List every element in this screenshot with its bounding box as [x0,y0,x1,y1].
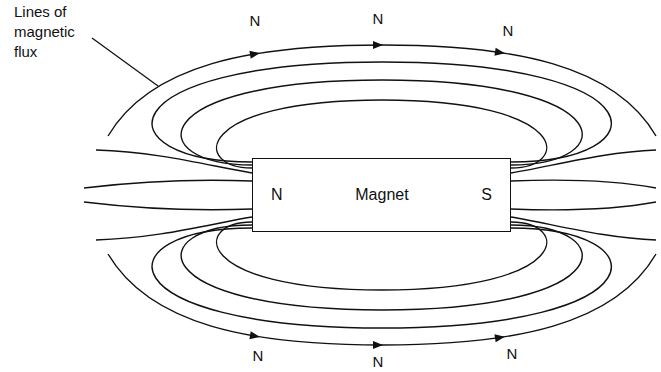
pole-label: N [507,345,518,362]
flux-arrowhead [249,331,260,341]
flux-line [96,217,252,240]
flux-line [511,150,656,173]
flux-line [84,180,252,188]
flux-line [181,225,582,310]
flux-line [108,254,656,345]
pole-letter: S [481,186,492,204]
magnet-name: Magnet [355,186,408,204]
flux-line [96,150,252,173]
flux-arrowhead [494,333,505,342]
flux-arrowhead [373,41,383,49]
flux-arrowhead [249,49,260,59]
flux-line [511,217,656,240]
flux-line [217,222,547,290]
flux-line [152,228,611,328]
flux-line [511,202,656,210]
flux-line [152,62,611,162]
pole-label: N [373,10,384,27]
flux-caption: Lines of magnetic flux [14,2,92,62]
flux-line [511,180,656,188]
pole-label: N [503,22,514,39]
pole-label: N [250,12,261,29]
flux-line [84,202,252,210]
flux-arrowhead [373,341,383,349]
bar-magnet: N Magnet S [252,158,511,232]
flux-arrowhead [494,48,505,57]
pole-label: N [253,347,264,364]
leader-line [92,38,158,86]
flux-line [108,45,656,136]
pole-label: N [373,353,384,370]
flux-line [181,80,582,165]
pole-letter: N [271,186,283,204]
